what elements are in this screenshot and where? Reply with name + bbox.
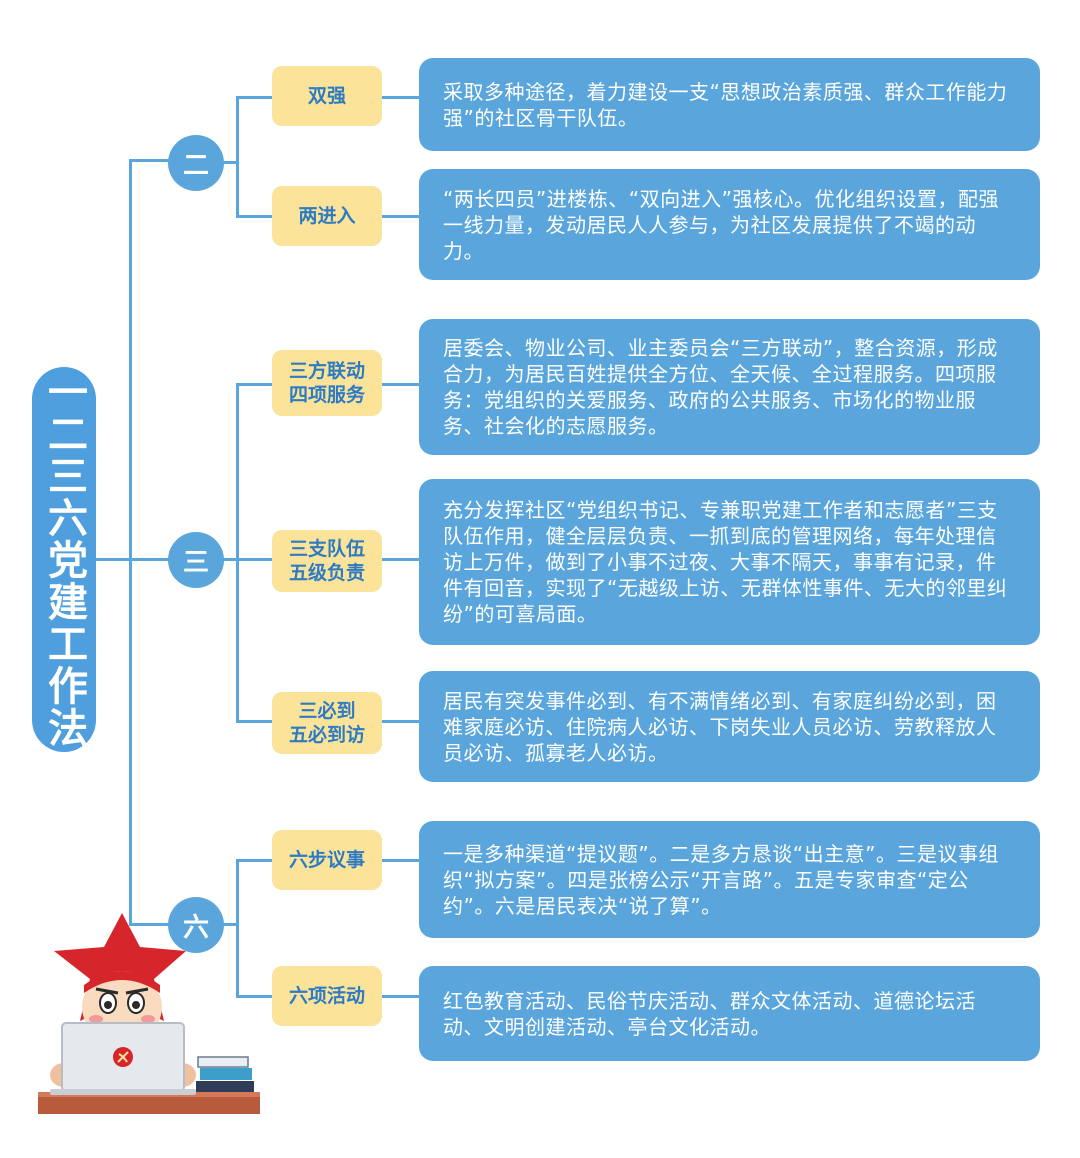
desc-liubu-yishi: 一是多种渠道“提议题”。二是多方恳谈“出主意”。三是议事组织“拟方案”。四是张榜… [419, 821, 1040, 938]
title-pill: 一二三六党建工作法 [32, 367, 96, 752]
label-sanbidao-wubidaofang: 三必到 五必到访 [272, 692, 382, 754]
label-liubu-yishi: 六步议事 [272, 830, 382, 890]
link-5 [382, 720, 419, 723]
bracket-two-vertical [236, 96, 239, 217]
desc-sanbidao-wubidaofang: 居民有突发事件必到、有不满情绪必到、有家庭纠纷必到，困难家庭必访、住院病人必访、… [419, 671, 1040, 782]
branch-line-three [129, 558, 169, 561]
bracket-three [223, 558, 238, 561]
link-2 [382, 215, 419, 218]
mascot-illustration [38, 913, 260, 1114]
label-liuxiang-huodong: 六项活动 [272, 966, 382, 1026]
bracket-six [223, 923, 238, 926]
link-6 [382, 859, 419, 862]
bracket-two [223, 161, 238, 164]
title-connector-line [96, 558, 132, 561]
link-1 [382, 96, 419, 99]
desc-shuangqiang-text: 采取多种途径，着力建设一支“思想政治素质强、群众工作能力强”的社区骨干队伍。 [443, 79, 1008, 130]
desc-sanzhi-wuji-text: 充分发挥社区“党组织书记、专兼职党建工作者和志愿者”三支队伍作用，健全层层负责、… [443, 498, 1008, 626]
desc-liuxiang-huodong: 红色教育活动、民俗节庆活动、群众文体活动、道德论坛活动、文明创建活动、亭台文化活… [419, 966, 1040, 1061]
link-4 [382, 558, 419, 561]
desc-liangjinru: “两长四员”进楼栋、“双向进入”强核心。优化组织设置，配强一线力量，发动居民人人… [419, 169, 1040, 280]
page-title: 一二三六党建工作法 [41, 370, 87, 749]
section-six-circle: 六 [168, 897, 224, 953]
stub-sanfang [236, 383, 272, 386]
section-three-circle: 三 [168, 532, 224, 588]
desc-sanzhi-wuji: 充分发挥社区“党组织书记、专兼职党建工作者和志愿者”三支队伍作用，健全层层负责、… [419, 479, 1040, 645]
bracket-three-vertical [236, 383, 239, 722]
desc-liuxiang-huodong-text: 红色教育活动、民俗节庆活动、群众文体活动、道德论坛活动、文明创建活动、亭台文化活… [443, 988, 976, 1039]
bracket-six-vertical [236, 859, 239, 997]
label-shuangqiang: 双强 [272, 66, 382, 126]
stub-liuxiang [236, 995, 272, 998]
label-liangjinru: 两进入 [272, 186, 382, 246]
stub-liubu [236, 859, 272, 862]
desc-liangjinru-text: “两长四员”进楼栋、“双向进入”强核心。优化组织设置，配强一线力量，发动居民人人… [443, 186, 999, 263]
desc-shuangqiang: 采取多种途径，着力建设一支“思想政治素质强、群众工作能力强”的社区骨干队伍。 [419, 58, 1040, 151]
link-3 [382, 383, 419, 386]
label-sanfang-sixiang: 三方联动 四项服务 [272, 350, 382, 416]
stub-sanbidao [236, 720, 272, 723]
main-trunk-line [129, 159, 132, 925]
stub-liangjinru [236, 215, 272, 218]
stub-sanzhi [236, 558, 272, 561]
link-7 [382, 995, 419, 998]
section-two-circle: 二 [168, 135, 224, 191]
stub-shuangqiang [236, 96, 272, 99]
desc-liubu-yishi-text: 一是多种渠道“提议题”。二是多方恳谈“出主意”。三是议事组织“拟方案”。四是张榜… [443, 841, 999, 918]
label-sanzhi-wuji: 三支队伍 五级负责 [272, 530, 382, 592]
desc-sanbidao-wubidaofang-text: 居民有突发事件必到、有不满情绪必到、有家庭纠纷必到，困难家庭必访、住院病人必访、… [443, 688, 997, 765]
desc-sanfang-sixiang-text: 居委会、物业公司、业主委员会“三方联动”，整合资源，形成合力，为居民百姓提供全方… [443, 336, 998, 438]
branch-line-six [129, 923, 169, 926]
desc-sanfang-sixiang: 居委会、物业公司、业主委员会“三方联动”，整合资源，形成合力，为居民百姓提供全方… [419, 319, 1040, 455]
branch-line-two [129, 159, 169, 162]
